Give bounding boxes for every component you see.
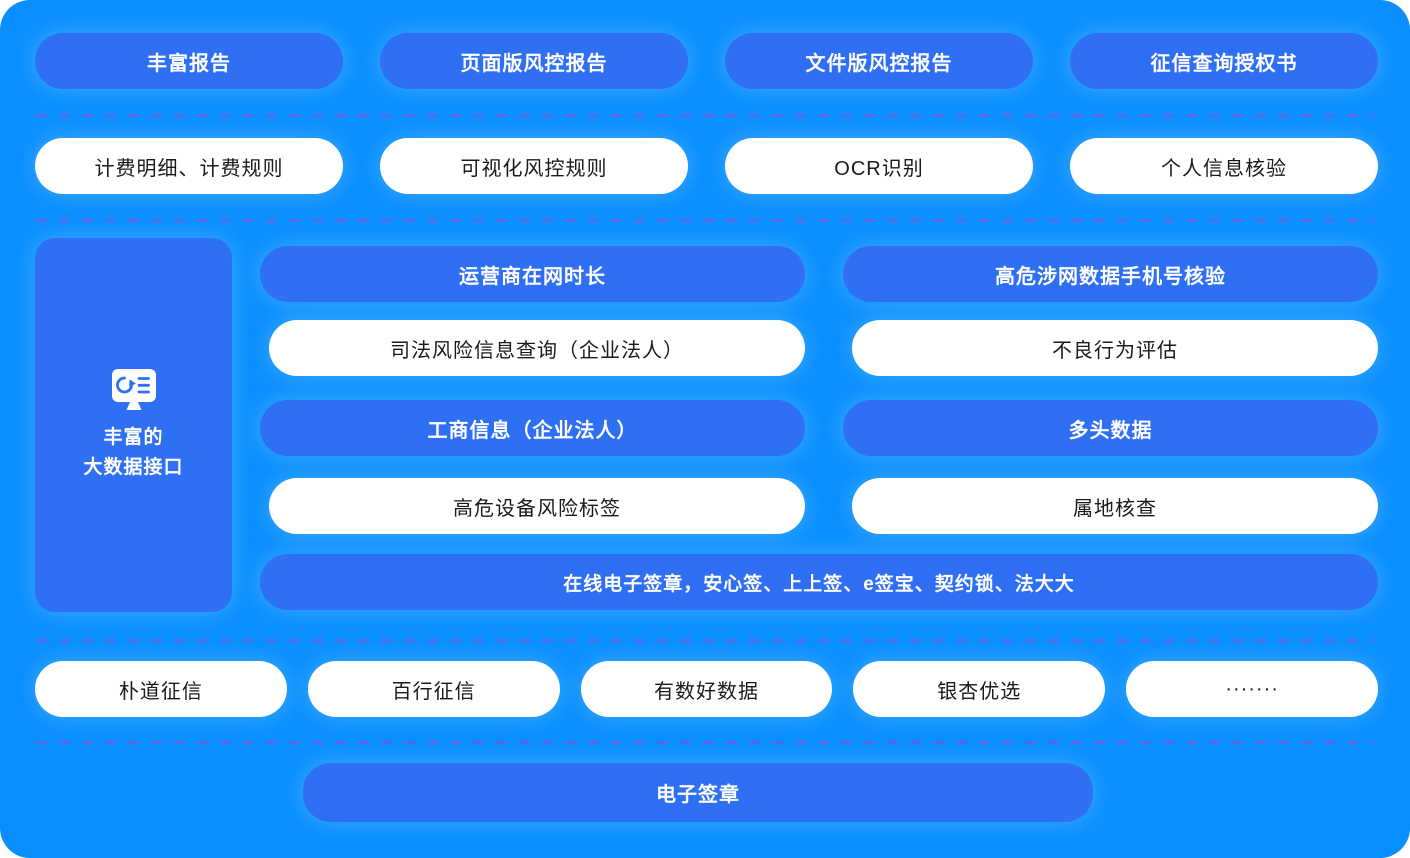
pill-credit-authorization: 征信查询授权书 [1070, 33, 1378, 89]
dashed-divider-3 [36, 639, 1374, 642]
big-data-interface-box: 丰富的 大数据接口 [35, 238, 232, 612]
report-types-row: 丰富报告 页面版风控报告 文件版风控报告 征信查询授权书 [35, 33, 1378, 89]
pill-high-risk-phone-verify: 高危涉网数据手机号核验 [843, 246, 1378, 302]
pill-high-risk-device-tags: 高危设备风险标签 [269, 478, 805, 534]
pill-bad-behavior-assessment: 不良行为评估 [852, 320, 1378, 376]
pill-youshu-data: 有数好数据 [580, 661, 833, 717]
dashed-divider-4 [36, 741, 1374, 744]
big-data-section: 丰富的 大数据接口 运营商在网时长 司法风险信息查询（企业法人） 工商信息（企业… [35, 238, 1378, 612]
pill-pudao-credit: 朴道征信 [35, 661, 287, 717]
side-box-title-line1: 丰富的 [103, 427, 164, 448]
pill-visual-risk-rules: 可视化风控规则 [380, 138, 688, 194]
pill-personal-info-verify: 个人信息核验 [1070, 138, 1378, 194]
pill-judicial-risk-query: 司法风险信息查询（企业法人） [269, 320, 805, 376]
pill-territorial-check: 属地核查 [852, 478, 1378, 534]
pill-file-risk-report: 文件版风控报告 [725, 33, 1033, 89]
pill-business-registration-info: 工商信息（企业法人） [260, 400, 805, 456]
pill-baihang-credit: 百行征信 [307, 661, 560, 717]
dashed-divider-1 [36, 114, 1374, 117]
pill-rich-report: 丰富报告 [35, 33, 343, 89]
pill-electronic-signature: 电子签章 [303, 763, 1093, 822]
monitor-data-search-icon [110, 367, 158, 413]
pill-billing-details: 计费明细、计费规则 [35, 138, 343, 194]
pill-online-esignature-providers: 在线电子签章，安心签、上上签、e签宝、契约锁、法大大 [260, 554, 1378, 610]
dashed-divider-2 [36, 219, 1374, 222]
partners-row: 朴道征信 百行征信 有数好数据 银杏优选 ······· [35, 661, 1378, 717]
pill-more-ellipsis: ······· [1126, 661, 1378, 717]
pill-multi-head-data: 多头数据 [843, 400, 1378, 456]
pill-operator-online-duration: 运营商在网时长 [260, 246, 805, 302]
pill-page-risk-report: 页面版风控报告 [380, 33, 688, 89]
pill-yinxing-youxuan: 银杏优选 [853, 661, 1106, 717]
billing-and-rules-row: 计费明细、计费规则 可视化风控规则 OCR识别 个人信息核验 [35, 138, 1378, 194]
side-box-title-line2: 大数据接口 [83, 457, 184, 478]
pill-ocr: OCR识别 [725, 138, 1033, 194]
